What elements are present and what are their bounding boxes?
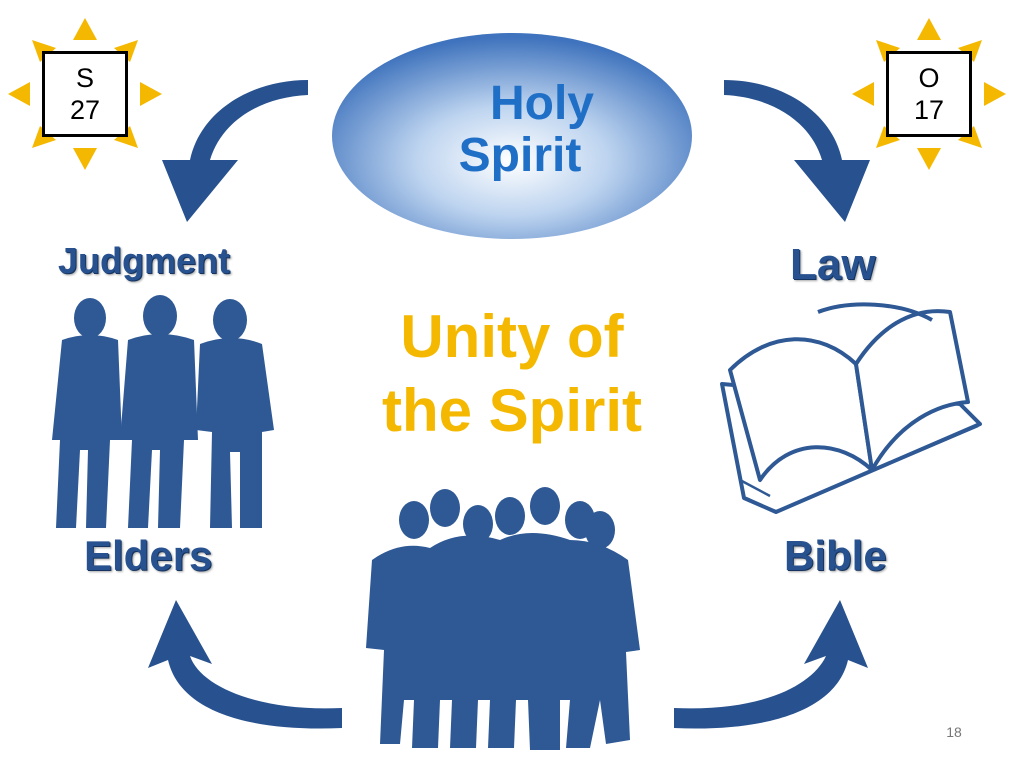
badge-left-letter: S (75, 63, 94, 93)
badge-left-number: 27 (69, 95, 101, 125)
badge-right-number: 17 (913, 95, 945, 125)
arrow-bottom-left (148, 600, 342, 729)
law-label: Law (790, 240, 876, 289)
holy-spirit-line1: Holy (489, 77, 594, 130)
page-number: 18 (946, 724, 962, 740)
center-title: Unity of the Spirit (340, 300, 684, 448)
holy-spirit-label: Holy Spirit (420, 78, 620, 182)
badge-left: S 27 (42, 51, 128, 137)
arrow-top-left (162, 80, 308, 222)
bible-label: Bible (784, 532, 887, 579)
arrow-bottom-right (674, 600, 868, 729)
badge-right-letter: O (918, 63, 940, 93)
holy-spirit-line2: Spirit (458, 129, 582, 182)
judgment-label: Judgment (58, 240, 231, 281)
elders-label: Elders (84, 532, 213, 579)
arrow-top-right (724, 80, 870, 222)
center-title-line2: the Spirit (381, 377, 642, 444)
badge-right: O 17 (886, 51, 972, 137)
center-title-line1: Unity of (400, 303, 624, 370)
